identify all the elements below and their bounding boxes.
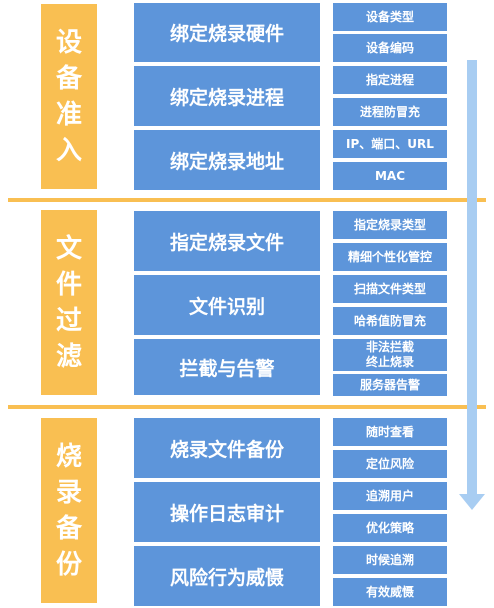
sub-box: 设备类型 — [333, 3, 447, 31]
label-char: 准 — [55, 99, 82, 130]
label-char: 设 — [55, 27, 82, 58]
section-label-file-filter: 文 件 过 滤 — [41, 210, 97, 395]
label-char: 文 — [55, 233, 82, 264]
main-box: 绑定烧录地址 — [134, 130, 320, 190]
sub-box: 追溯用户 — [333, 482, 447, 510]
main-box: 绑定烧录硬件 — [134, 3, 320, 62]
section-label-device-access: 设 备 准 入 — [41, 4, 97, 189]
label-char: 滤 — [55, 341, 82, 372]
label-char: 入 — [55, 135, 82, 166]
sub-box: 哈希值防冒充 — [333, 307, 447, 335]
main-box: 指定烧录文件 — [134, 211, 320, 271]
section-divider — [8, 405, 486, 409]
sub-box: 精细个性化管控 — [333, 243, 447, 271]
label-char: 录 — [55, 477, 82, 508]
flow-arrow-shaft — [467, 60, 477, 496]
sub-box: 服务器告警 — [333, 374, 447, 396]
section-divider — [8, 198, 486, 202]
sub-box: 随时查看 — [333, 418, 447, 446]
main-box: 绑定烧录进程 — [134, 66, 320, 126]
label-char: 件 — [55, 269, 82, 300]
label-char: 备 — [55, 63, 82, 94]
label-char: 备 — [55, 513, 82, 544]
main-box: 风险行为威慑 — [134, 546, 320, 606]
label-char: 份 — [55, 549, 82, 580]
sub-box: 有效威慑 — [333, 578, 447, 606]
sub-box: 优化策略 — [333, 514, 447, 542]
section-label-burn-backup: 烧 录 备 份 — [41, 418, 97, 603]
sub-box: IP、端口、URL — [333, 130, 447, 158]
sub-box: 时候追溯 — [333, 546, 447, 574]
sub-box: 非法拦截 终止烧录 — [333, 339, 447, 371]
sub-box: 指定进程 — [333, 66, 447, 94]
sub-box: 扫描文件类型 — [333, 275, 447, 303]
main-box: 拦截与告警 — [134, 339, 320, 395]
label-char: 过 — [55, 305, 82, 336]
sub-box: MAC — [333, 162, 447, 190]
main-box: 操作日志审计 — [134, 482, 320, 542]
flow-arrow-head-icon — [459, 494, 485, 510]
label-char: 烧 — [55, 441, 82, 472]
sub-box: 设备编码 — [333, 34, 447, 62]
main-box: 文件识别 — [134, 275, 320, 335]
sub-box: 指定烧录类型 — [333, 211, 447, 239]
sub-box: 定位风险 — [333, 450, 447, 478]
main-box: 烧录文件备份 — [134, 418, 320, 478]
sub-box: 进程防冒充 — [333, 98, 447, 126]
